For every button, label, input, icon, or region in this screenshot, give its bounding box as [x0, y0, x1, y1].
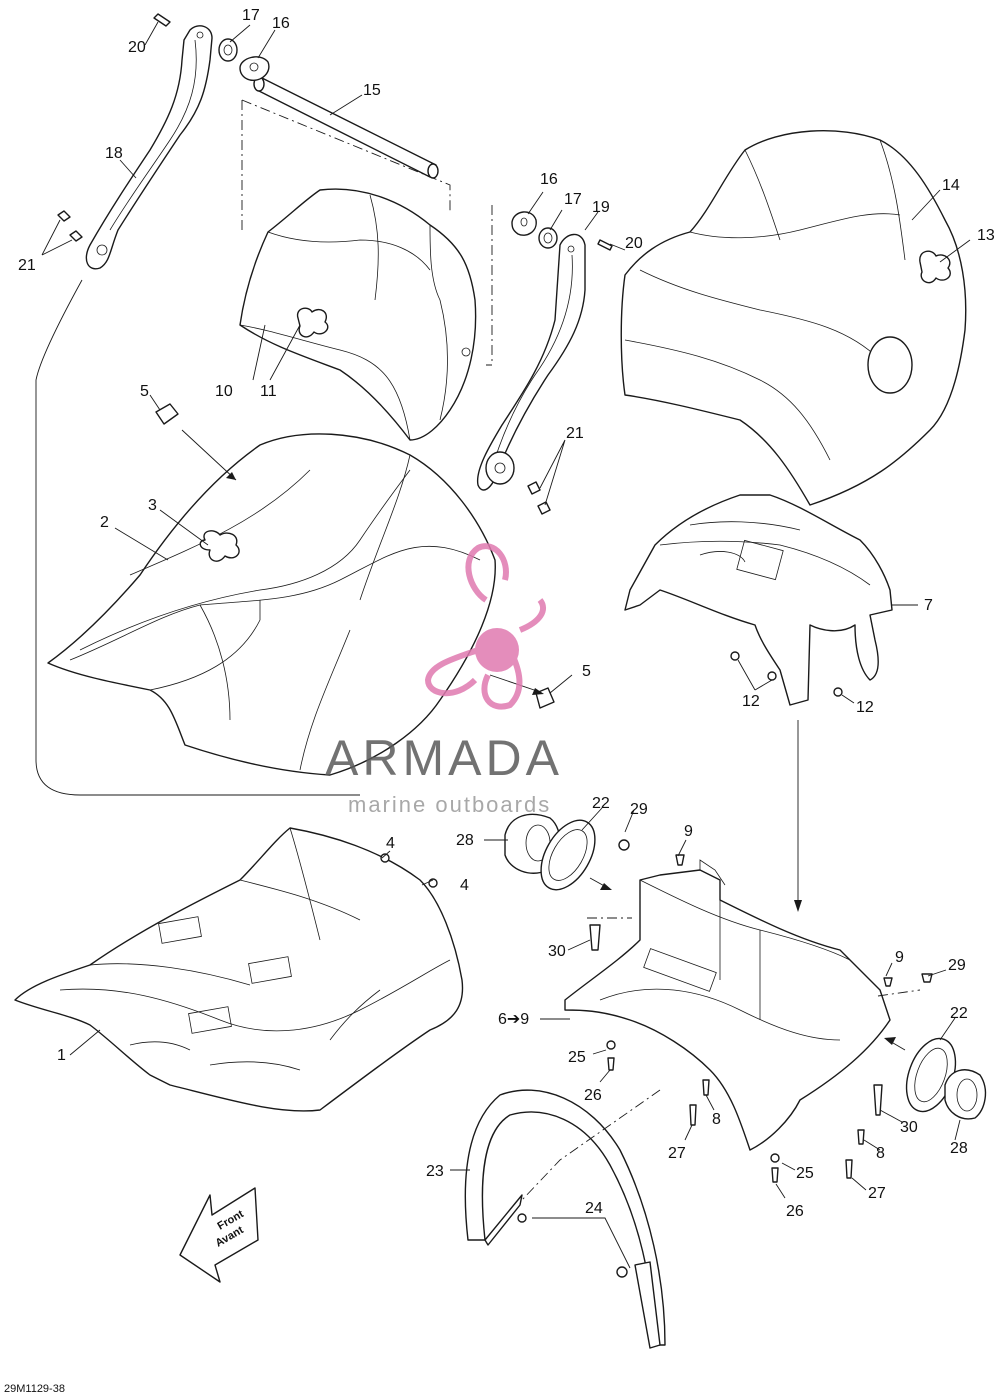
left-support-bracket — [57, 13, 213, 270]
callout-21-left: 21 — [18, 257, 36, 274]
callout-6-to-9: 6➔9 — [498, 1011, 529, 1028]
callout-4-bottom: 4 — [460, 877, 469, 894]
callout-1: 1 — [57, 1047, 66, 1064]
callout-leaders — [41, 21, 971, 1269]
callout-10: 10 — [215, 383, 233, 400]
drawing-code: 29M1129-38 — [4, 1383, 65, 1395]
seat-clip-top — [155, 403, 179, 425]
callout-29-top: 29 — [630, 801, 648, 818]
callout-18: 18 — [105, 145, 123, 162]
callout-9-right: 9 — [895, 949, 904, 966]
direction-arrows — [181, 429, 906, 1051]
rear-bumper-hoop-part — [464, 1089, 666, 1349]
callout-29-right: 29 — [948, 957, 966, 974]
callout-22-top: 22 — [592, 795, 610, 812]
callout-11: 11 — [260, 383, 277, 400]
rear-frame-assembly-part — [564, 839, 933, 1183]
assembly-lines — [241, 99, 921, 1201]
hub-cap-right — [905, 1037, 987, 1120]
callout-26-left: 26 — [584, 1087, 602, 1104]
callout-12-right: 12 — [856, 699, 874, 716]
callout-21-right: 21 — [566, 425, 584, 442]
seat-base-frame-part — [624, 494, 893, 706]
callout-15: 15 — [363, 82, 381, 99]
watermark-brand: ARMADA — [325, 730, 563, 786]
seat-base-body-part — [14, 827, 464, 1112]
hub-cap-left — [504, 813, 596, 891]
callout-17-right: 17 — [564, 191, 582, 208]
callout-25-left: 25 — [568, 1049, 586, 1066]
callout-13: 13 — [977, 227, 995, 244]
callout-2: 2 — [100, 514, 109, 531]
callout-25-right: 25 — [796, 1165, 814, 1182]
seat-cover-part — [620, 130, 967, 506]
washer-part-right — [511, 211, 558, 249]
callout-30-left: 30 — [548, 943, 566, 960]
callout-27-right: 27 — [868, 1185, 886, 1202]
propeller-logo-icon — [424, 543, 547, 710]
callout-5-top: 5 — [140, 383, 149, 400]
callout-19: 19 — [592, 199, 610, 216]
callout-16-right: 16 — [540, 171, 558, 188]
front-direction-arrow: Front Avant — [179, 1187, 259, 1283]
callout-27-left: 27 — [668, 1145, 686, 1162]
callout-7: 7 — [924, 597, 933, 614]
callout-23: 23 — [426, 1163, 444, 1180]
armada-watermark: ARMADA marine outboards — [325, 543, 563, 817]
callout-5-bottom: 5 — [582, 663, 591, 680]
callout-28-right: 28 — [950, 1140, 968, 1157]
callout-26-right: 26 — [786, 1203, 804, 1220]
callout-17-top: 17 — [242, 7, 260, 24]
callout-8-right: 8 — [876, 1145, 885, 1162]
seat-cushion-part — [47, 433, 496, 776]
backrest-pad-part — [239, 188, 477, 441]
washer-part-left — [218, 38, 270, 81]
callout-labels: 20 17 16 15 18 21 10 11 5 3 2 16 17 19 2… — [18, 7, 995, 1220]
callout-20-right: 20 — [625, 235, 643, 252]
hinge-rod-part — [253, 76, 439, 179]
callout-8-left: 8 — [712, 1111, 721, 1128]
callout-4-top: 4 — [386, 835, 395, 852]
callout-24: 24 — [585, 1200, 603, 1217]
callout-20-top: 20 — [128, 39, 146, 56]
callout-9-top: 9 — [684, 823, 693, 840]
routing-line — [35, 279, 360, 796]
callout-16-top: 16 — [272, 15, 290, 32]
callout-30-right: 30 — [900, 1119, 918, 1136]
callout-28-left: 28 — [456, 832, 474, 849]
callout-3: 3 — [148, 497, 157, 514]
callout-14: 14 — [942, 177, 960, 194]
right-support-bracket — [476, 233, 613, 515]
watermark-tagline: marine outboards — [348, 792, 551, 817]
callout-22-right: 22 — [950, 1005, 968, 1022]
callout-12-left: 12 — [742, 693, 760, 710]
